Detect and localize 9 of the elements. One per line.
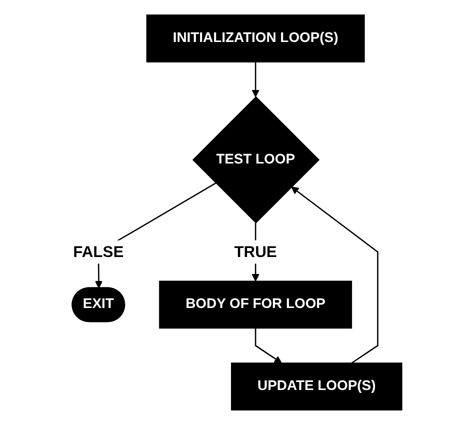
node-box: UPDATE LOOP(S) xyxy=(231,362,402,410)
node-box: INITIALIZATION LOOP(S) xyxy=(146,14,365,62)
arrow xyxy=(254,328,282,364)
arrow xyxy=(291,186,378,364)
arrow xyxy=(252,62,260,98)
node-box: BODY OF FOR LOOP xyxy=(159,280,352,329)
edge-label: TRUE xyxy=(234,242,277,260)
edge-label: FALSE xyxy=(73,242,124,260)
node-diamond: TEST LOOP xyxy=(192,96,320,224)
